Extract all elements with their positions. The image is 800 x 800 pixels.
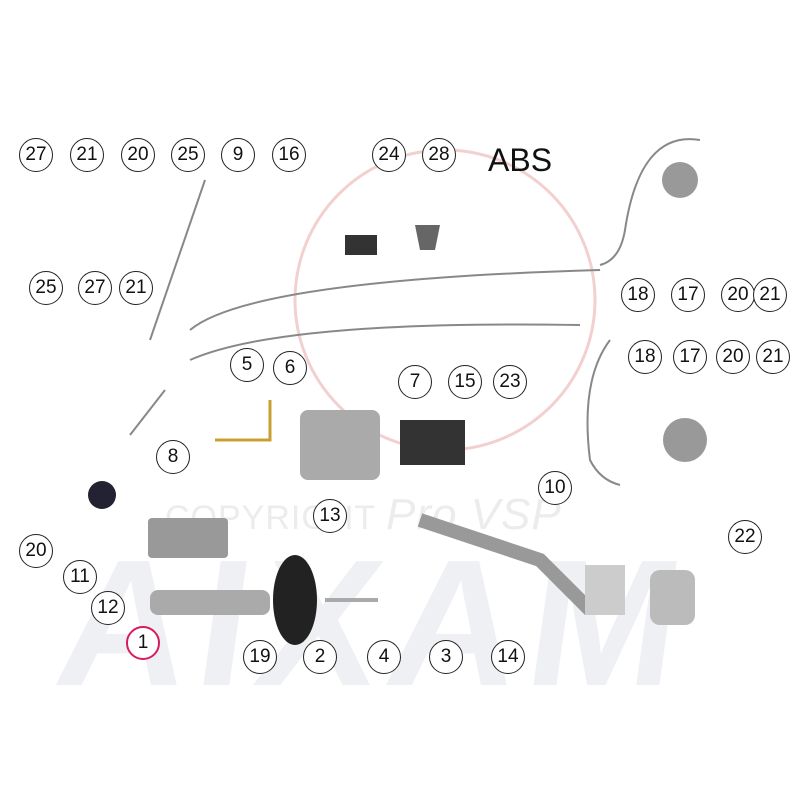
callout-part-28[interactable]: 28 [422,138,456,172]
callout-part-17[interactable]: 17 [671,278,705,312]
callout-part-16[interactable]: 16 [272,138,306,172]
brake-lines [129,138,701,486]
callout-part-6[interactable]: 6 [273,351,307,385]
callout-part-20[interactable]: 20 [19,534,53,568]
callout-part-25[interactable]: 25 [171,138,205,172]
callout-part-8[interactable]: 8 [156,440,190,474]
callout-part-14[interactable]: 14 [491,640,525,674]
abs-label: ABS [488,142,553,178]
callout-part-17[interactable]: 17 [673,340,707,374]
callout-part-10[interactable]: 10 [538,471,572,505]
callout-part-20[interactable]: 20 [721,278,755,312]
callout-part-22[interactable]: 22 [728,520,762,554]
callout-part-15[interactable]: 15 [448,365,482,399]
callout-part-21[interactable]: 21 [119,271,153,305]
callout-part-21[interactable]: 21 [70,138,104,172]
callout-part-12[interactable]: 12 [91,591,125,625]
callout-part-21[interactable]: 21 [756,340,790,374]
watermark-circle [293,148,597,452]
callout-part-23[interactable]: 23 [493,365,527,399]
callout-part-11[interactable]: 11 [63,560,97,594]
callout-part-18[interactable]: 18 [621,278,655,312]
callout-part-18[interactable]: 18 [628,340,662,374]
callout-part-4[interactable]: 4 [367,640,401,674]
callout-part-27[interactable]: 27 [78,271,112,305]
callout-part-1[interactable]: 1 [126,626,160,660]
callout-part-13[interactable]: 13 [313,499,347,533]
callout-part-27[interactable]: 27 [19,138,53,172]
parts [88,162,707,645]
callout-part-19[interactable]: 19 [243,640,277,674]
callout-part-2[interactable]: 2 [303,640,337,674]
callout-part-20[interactable]: 20 [121,138,155,172]
callout-part-21[interactable]: 21 [753,278,787,312]
callout-part-7[interactable]: 7 [398,365,432,399]
callout-part-25[interactable]: 25 [29,271,63,305]
callout-part-3[interactable]: 3 [429,640,463,674]
callout-part-20[interactable]: 20 [716,340,750,374]
callout-part-9[interactable]: 9 [221,138,255,172]
callout-part-24[interactable]: 24 [372,138,406,172]
callout-part-5[interactable]: 5 [230,348,264,382]
